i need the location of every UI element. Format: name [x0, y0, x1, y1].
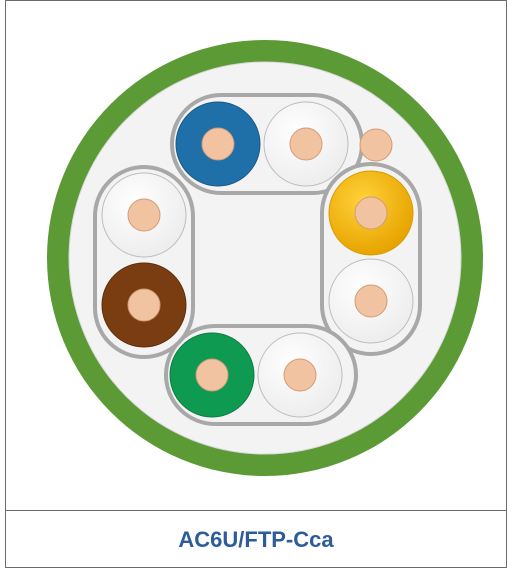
cable-cross-section [47, 40, 483, 476]
blue-pair [170, 93, 364, 195]
brown-pair [93, 165, 195, 359]
copper-conductor [354, 284, 388, 318]
copper-conductor [354, 196, 388, 230]
copper-conductor [201, 127, 235, 161]
figure-cell [6, 1, 506, 511]
copper-conductor [127, 288, 161, 322]
copper-conductor [289, 127, 323, 161]
copper-conductor [195, 358, 229, 392]
inner-core [68, 61, 462, 455]
green-pair [164, 324, 358, 426]
caption-cell: AC6U/FTP-Cca [6, 511, 506, 569]
copper-conductor [283, 358, 317, 392]
drain-wire [359, 128, 393, 162]
orange-pair [320, 162, 422, 356]
product-code-caption: AC6U/FTP-Cca [178, 527, 334, 552]
figure-frame: AC6U/FTP-Cca [5, 0, 507, 568]
copper-conductor [127, 198, 161, 232]
